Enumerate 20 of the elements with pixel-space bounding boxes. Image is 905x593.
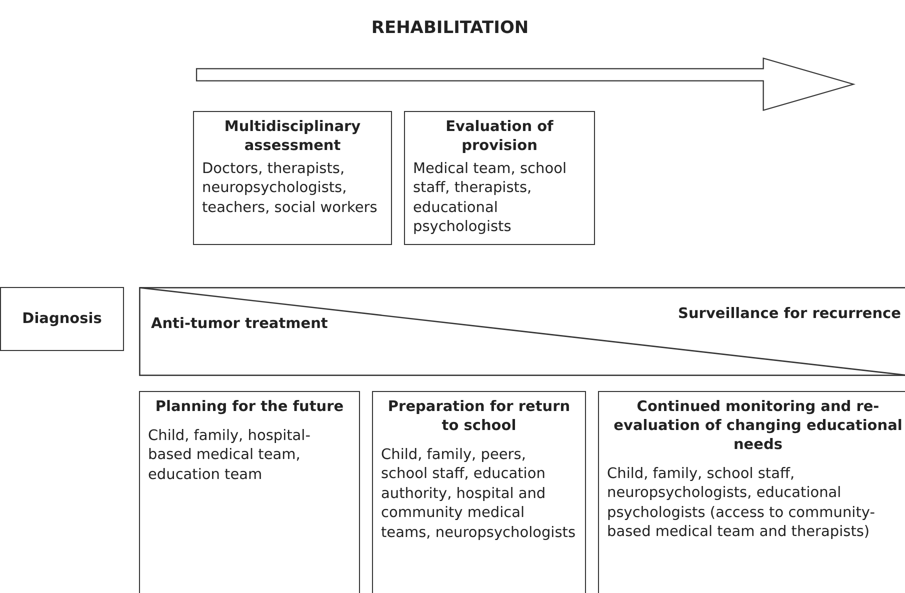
box-heading: Preparation for return to school: [386, 398, 572, 436]
info-box: [404, 111, 595, 245]
box-text: Doctors, therapists, neuropsychologists, teachers, social workers: [202, 160, 378, 218]
box-text: Child, family, hospital-based medical team, education team: [148, 426, 312, 485]
stage-label: Diagnosis: [22, 311, 102, 327]
box-text: Child, family, school staff, neuropsychologists, educational psychologists (access to community-based medical team and therapists): [607, 464, 876, 542]
box-heading: Multidisciplinary assessment: [223, 118, 362, 156]
info-box: [372, 391, 586, 593]
phase-label: Anti-tumor treatment: [151, 316, 328, 332]
box-heading: Planning for the future: [154, 398, 345, 417]
box-heading: Continued monitoring and re-evaluation of changing educational needs: [612, 398, 904, 455]
box-heading: Evaluation of provision: [444, 118, 554, 156]
info-box: [598, 391, 905, 593]
stage-box: [0, 287, 124, 351]
box-text: Medical team, school staff, therapists, educational psychologists: [413, 160, 568, 238]
info-box: [193, 111, 392, 245]
phase-label: Surveillance for recurrence: [678, 306, 901, 322]
arrow-title: REHABILITATION: [370, 18, 530, 38]
box-text: Child, family, peers, school staff, education authority, hospital and community medical teams, neuropsychologists: [381, 446, 577, 543]
info-box: [139, 391, 360, 593]
